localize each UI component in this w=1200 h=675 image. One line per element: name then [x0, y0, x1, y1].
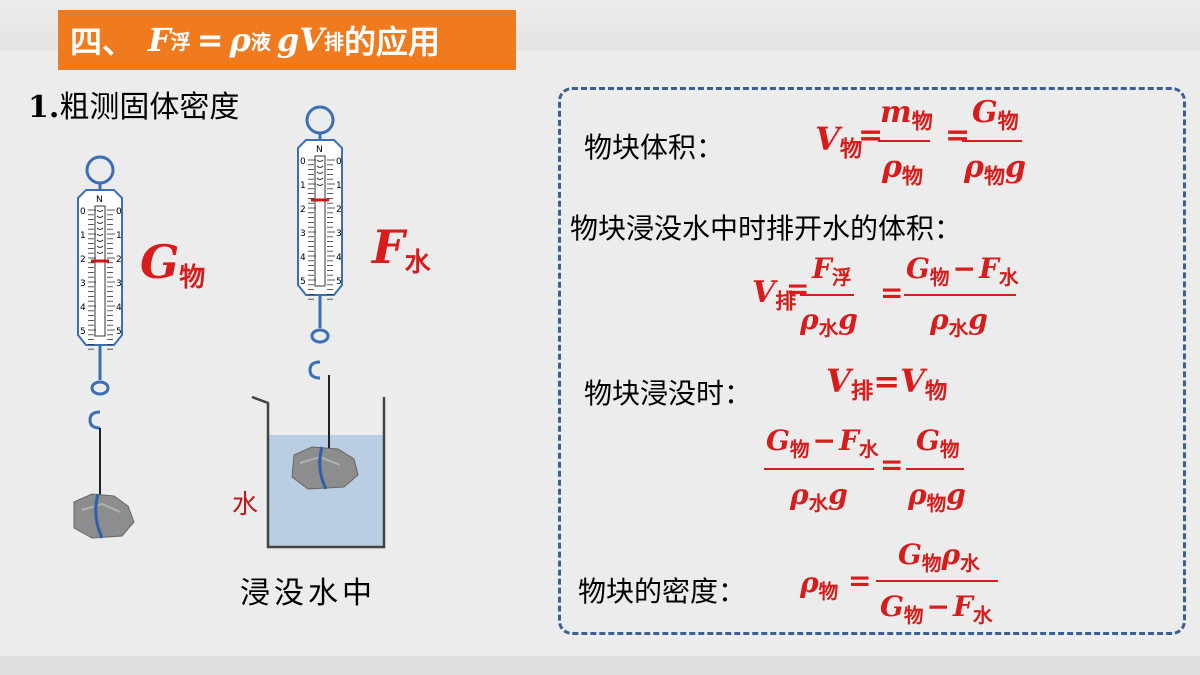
frac7-num: G物ρ水	[898, 538, 980, 575]
eq-1: =	[858, 118, 884, 153]
frac6-num: G物	[916, 424, 960, 461]
scale-tick-label: 3	[300, 229, 306, 239]
density-label: 物块的密度：	[578, 575, 747, 608]
frac3-bar	[800, 294, 854, 296]
subtitle: 1.粗测固体密度	[28, 82, 239, 126]
scale-tick-label: 5	[336, 277, 342, 287]
volume-label: 物块体积：	[584, 131, 725, 164]
frac3-num: F浮	[812, 252, 852, 289]
label-G-object: G物	[140, 235, 206, 293]
scale-tick-label: 4	[336, 253, 342, 263]
frac5-num: G物−F水	[766, 424, 879, 461]
scale-tick-label: 0	[116, 207, 122, 217]
scale-tick-label: 3	[80, 279, 86, 289]
eq-3: =	[786, 272, 810, 305]
frac4-bar	[904, 294, 1016, 296]
frac2-den: ρ物g	[964, 150, 1026, 189]
formula-V-pai-eq-V-obj: V排=V物	[826, 362, 948, 405]
scale-tick-label: 2	[80, 255, 86, 265]
scale-tick-label: 2	[300, 205, 306, 215]
spring-scale-water: N 0 0 1 1 2 2 3 3 4 4 5 5	[297, 105, 343, 380]
title-eq: =	[196, 21, 224, 59]
scale-ticks-right: 0 0 1 1 2 2 3 3 4 4 5 5	[300, 157, 342, 300]
scale-tick-label: 0	[80, 207, 86, 217]
scale-tick-label: 1	[336, 181, 342, 191]
formula-V-pai: V排	[752, 275, 797, 314]
frac1-den: ρ物	[882, 150, 923, 189]
title-V: V	[299, 21, 325, 59]
bottom-bar	[0, 656, 1200, 675]
displaced-label: 物块浸没水中时排开水的体积：	[570, 212, 963, 245]
scale-tick-label: 5	[116, 327, 122, 337]
frac3-den: ρ水g	[800, 303, 858, 340]
spring-scale-air: N 0 0 1 1 2 2 3 3 4 4 5 5	[73, 155, 135, 539]
water-label: 水	[232, 490, 259, 520]
title-V-sub: 排	[324, 29, 345, 54]
eq-2: =	[945, 118, 971, 153]
scale-tick-label: 0	[300, 157, 306, 167]
scale-tick-label: 0	[336, 157, 342, 167]
frac4-num: G物−F水	[906, 252, 1019, 289]
frac6-bar	[906, 468, 964, 470]
frac7-bar	[876, 580, 998, 582]
formula-rho-obj: ρ物	[800, 566, 839, 603]
formula-panel	[558, 87, 1186, 635]
scale-tick-label: 2	[336, 205, 342, 215]
scale-tick-label: 3	[336, 229, 342, 239]
title-F: F	[148, 21, 171, 59]
frac5-den: ρ水g	[790, 478, 848, 515]
scale-unit-left: N	[96, 195, 103, 205]
frac4-den: ρ水g	[930, 303, 988, 340]
caption-immersed: 浸没水中	[240, 576, 376, 611]
frac7-den: G物−F水	[880, 590, 993, 627]
subtitle-text: 粗测固体密度	[59, 90, 240, 125]
title-prefix: 四、	[70, 23, 135, 61]
title-suffix: 的应用	[344, 23, 441, 61]
frac1-bar	[878, 140, 930, 142]
scale-tick-label: 2	[116, 255, 122, 265]
scale-tick-label: 5	[300, 277, 306, 287]
frac1-num: m物	[880, 95, 933, 134]
frac5-bar	[764, 468, 874, 470]
eq-4: =	[880, 276, 904, 309]
scale-tick-label: 4	[300, 253, 306, 263]
scale-ticks-left: 0 0 1 1 2 2 3 3 4 4 5 5	[80, 207, 122, 350]
formula-V-obj: V物	[815, 120, 863, 163]
frac6-den: ρ物g	[908, 478, 966, 515]
title-F-sub: 浮	[170, 29, 191, 54]
label-F-water: F水	[372, 220, 431, 278]
beaker	[251, 375, 386, 549]
eq-5: =	[880, 448, 904, 481]
subtitle-number: 1.	[28, 90, 60, 125]
title-g: g	[276, 21, 300, 59]
eq-6: =	[848, 564, 872, 597]
immersed-label: 物块浸没时：	[584, 377, 753, 410]
scale-tick-label: 1	[80, 231, 86, 241]
scale-tick-label: 5	[80, 327, 86, 337]
scale-tick-label: 1	[300, 181, 306, 191]
scale-unit-right: N	[316, 145, 323, 155]
scale-tick-label: 4	[80, 303, 86, 313]
title-rho: ρ	[229, 21, 251, 59]
scale-tick-label: 1	[116, 231, 122, 241]
scale-tick-label: 4	[116, 303, 122, 313]
frac2-num: G物	[972, 95, 1019, 134]
frac2-bar	[962, 140, 1022, 142]
scale-tick-label: 3	[116, 279, 122, 289]
title-rho-sub: 液	[250, 29, 271, 54]
